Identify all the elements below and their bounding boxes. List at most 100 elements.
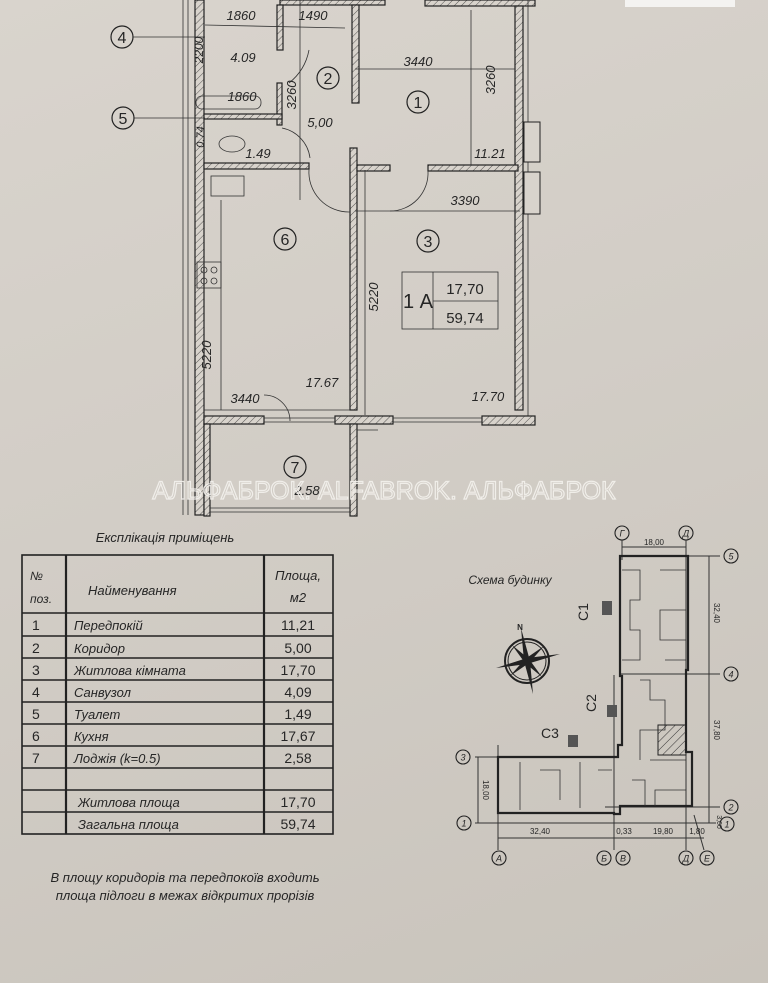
- room-marker-1: 1: [406, 90, 430, 114]
- section-c2: С2: [583, 694, 599, 712]
- room-marker-6: 6: [273, 227, 297, 251]
- row-name: Передпокій: [74, 618, 143, 633]
- section-c3: С3: [541, 725, 559, 741]
- svg-text:А: А: [495, 854, 502, 864]
- svg-text:Б: Б: [601, 854, 607, 864]
- scheme-title: Схема будинку: [468, 573, 552, 587]
- row-area: 11,21: [281, 617, 315, 633]
- svg-text:3: 3: [424, 234, 433, 251]
- dim-living-height: 5220: [366, 282, 381, 312]
- area-hall: 11.21: [474, 146, 506, 161]
- row-name: Кухня: [74, 729, 109, 744]
- watermark: АЛЬФАБРОК. ALFABROK. АЛЬФАБРОК: [152, 477, 616, 505]
- scheme-dim-bottom-d: 1,80: [689, 827, 705, 836]
- summary-name: Житлова площа: [77, 795, 180, 810]
- scheme-dim-bottom-e: 3,60: [715, 815, 722, 829]
- row-area: 17,67: [280, 728, 315, 744]
- axis-marker-v: В: [615, 850, 631, 866]
- svg-text:Д: Д: [682, 529, 690, 539]
- dim-bath-height: 2200: [192, 36, 206, 64]
- svg-text:N: N: [517, 623, 523, 632]
- axis-marker-a: А: [491, 850, 507, 866]
- axis-marker-a1_left: 1: [456, 815, 472, 831]
- section-c1: С1: [575, 603, 591, 621]
- dim-bath-width: 1860: [227, 8, 257, 23]
- room-marker-7: 7: [283, 455, 307, 479]
- dim-hall-width: 3440: [404, 54, 434, 69]
- table-row: 2 Коридор 5,00: [32, 640, 312, 656]
- compass-icon: N: [496, 623, 560, 694]
- area-living: 17.70: [472, 389, 505, 404]
- svg-text:4: 4: [728, 670, 733, 680]
- header-num-2: поз.: [30, 592, 52, 606]
- explication-title: Експлікація приміщень: [96, 530, 235, 545]
- apartment-plan: 1860 1490 2200 1860 3260 3440 3260 0.74 …: [110, 0, 617, 517]
- row-num: 7: [32, 750, 40, 766]
- scheme-dim-bottom-b: 0,33: [616, 827, 632, 836]
- svg-text:1: 1: [461, 819, 466, 829]
- apartment-living-area: 17,70: [446, 281, 484, 298]
- summary-name: Загальна площа: [78, 817, 179, 832]
- axis-marker-b: Б: [596, 850, 612, 866]
- svg-text:1: 1: [724, 820, 729, 830]
- scheme-dim-right-upper: 32,40: [712, 603, 721, 624]
- svg-text:5: 5: [119, 111, 128, 128]
- apartment-total-area: 59,74: [446, 310, 484, 327]
- svg-text:1: 1: [414, 95, 423, 112]
- axis-marker-d_bottom: Д: [678, 850, 694, 866]
- svg-text:2: 2: [324, 71, 333, 88]
- row-name: Лоджія (k=0.5): [73, 751, 161, 766]
- row-name: Житлова кімната: [73, 663, 186, 678]
- dim-kitchen-width: 3440: [231, 391, 261, 406]
- svg-text:4: 4: [118, 30, 127, 47]
- table-row: 5 Туалет 1,49: [32, 706, 312, 722]
- row-name: Коридор: [74, 641, 125, 656]
- scheme-dim-top: 18,00: [644, 538, 665, 547]
- dim-corridor-height: 3260: [284, 80, 299, 110]
- dim-hall-height: 3260: [483, 65, 498, 95]
- row-name: Санвузол: [74, 685, 132, 700]
- scheme-dim-left: 18,00: [481, 780, 490, 801]
- area-loggia: 2.58: [293, 483, 320, 498]
- summary-row: Житлова площа 17,70: [77, 794, 316, 810]
- header-area-2: м2: [290, 590, 307, 605]
- summary-area: 59,74: [280, 816, 315, 832]
- apartment-type: 1 А: [403, 291, 434, 313]
- row-num: 5: [32, 706, 40, 722]
- row-name: Туалет: [74, 707, 121, 722]
- header-name: Найменування: [88, 583, 177, 598]
- header-area-1: Площа,: [275, 568, 321, 583]
- svg-text:2: 2: [727, 803, 733, 813]
- dim-living-width: 3390: [451, 193, 481, 208]
- room-marker-5: 5: [111, 106, 205, 130]
- axis-marker-g: Г: [614, 525, 630, 541]
- svg-text:6: 6: [281, 232, 290, 249]
- row-area: 1,49: [284, 706, 311, 722]
- row-num: 4: [32, 684, 40, 700]
- axis-marker-a1_right: 1: [719, 816, 735, 832]
- svg-text:7: 7: [291, 460, 300, 477]
- axis-marker-a4: 4: [723, 666, 739, 682]
- paper-fragment: [625, 0, 735, 7]
- axis-marker-a2: 2: [723, 799, 739, 815]
- row-area: 5,00: [284, 640, 311, 656]
- dim-kitchen-height: 5220: [199, 340, 214, 370]
- row-num: 2: [32, 640, 40, 656]
- explication-table: Експлікація приміщень № поз. Найменуванн…: [21, 530, 334, 903]
- svg-text:Г: Г: [620, 529, 626, 539]
- axis-marker-d_top: Д: [678, 525, 694, 541]
- note-line-2: площа підлоги в межах відкритих прорізів: [56, 888, 315, 903]
- room-marker-3: 3: [416, 229, 440, 253]
- axis-marker-a3: 3: [455, 749, 471, 765]
- area-toilet: 1.49: [245, 146, 270, 161]
- row-num: 3: [32, 662, 40, 678]
- svg-text:Д: Д: [682, 854, 690, 864]
- row-num: 6: [32, 728, 40, 744]
- svg-text:Е: Е: [704, 854, 711, 864]
- building-scheme: Схема будинку N: [455, 525, 739, 866]
- summary-area: 17,70: [280, 794, 315, 810]
